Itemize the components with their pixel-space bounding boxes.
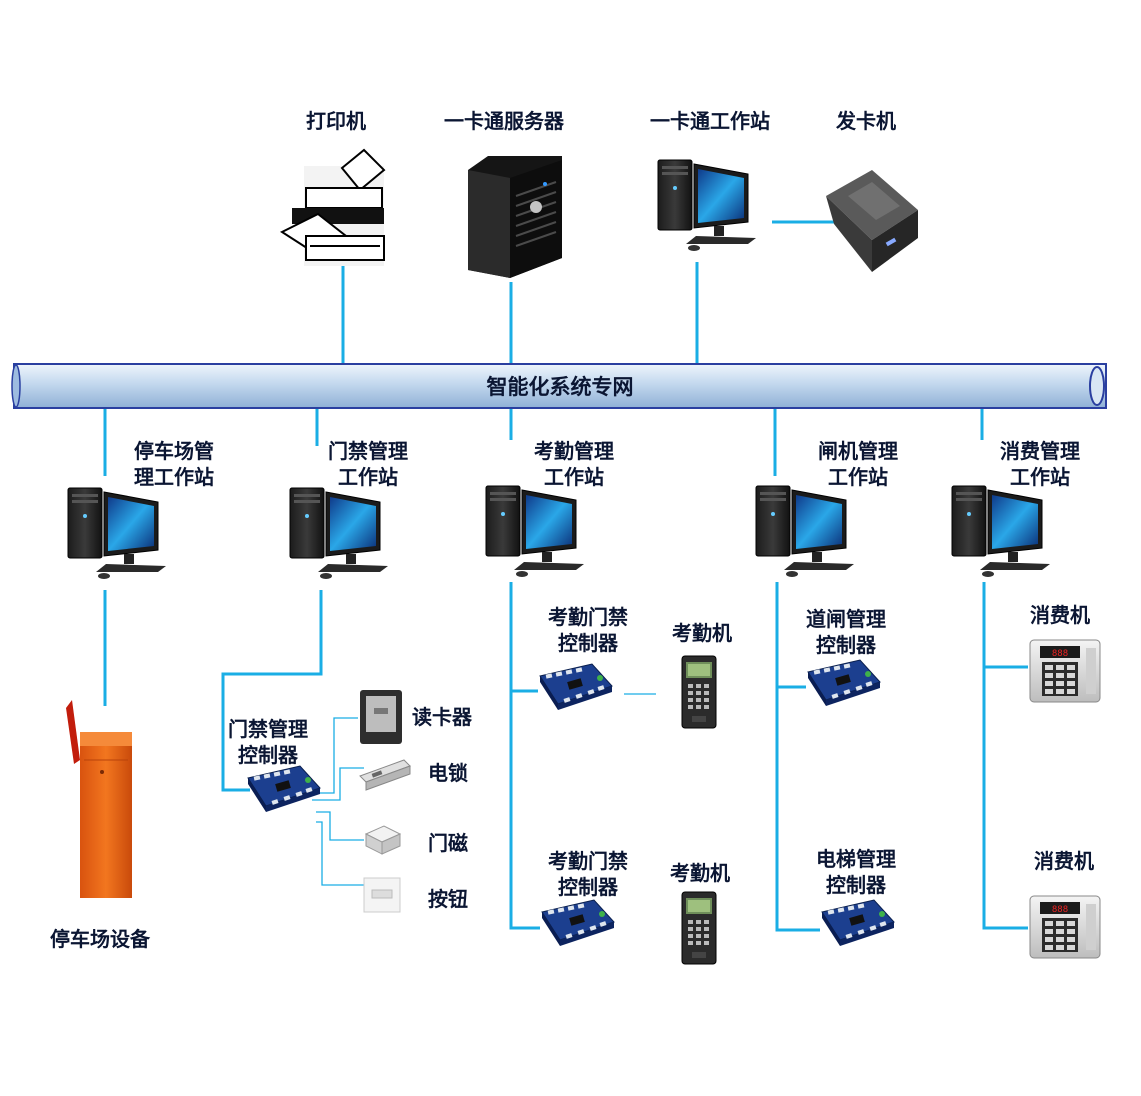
network-backbone (11, 363, 1107, 409)
network-label: 智能化系统专网 (486, 374, 634, 399)
card-issuer-icon (826, 170, 918, 272)
access-workstation-label: 门禁管理工作站 (328, 439, 408, 489)
exit-button-label: 按钮 (428, 887, 468, 911)
pos-terminal-1-label: 消费机 (1030, 603, 1090, 627)
elevator-controller-label: 电梯管理控制器 (816, 847, 896, 897)
access-controller-label: 门禁管理控制器 (228, 717, 308, 767)
card-workstation-pc-icon (657, 159, 757, 252)
attendance-workstation-label: 考勤管理工作站 (534, 439, 614, 489)
road-gate-controller-board-icon (807, 659, 881, 707)
parking-barrier-icon (66, 700, 132, 898)
electric-lock-icon (359, 759, 411, 791)
attendance-workstation-pc-icon (485, 485, 585, 578)
attendance-machine-1-label: 考勤机 (672, 621, 732, 645)
card-issuer-label: 发卡机 (836, 109, 896, 133)
card-reader-label: 读卡器 (412, 705, 472, 729)
printer-label: 打印机 (306, 109, 366, 133)
attendance-controller-1-label: 考勤门禁控制器 (548, 605, 628, 655)
consumption-workstation-label: 消费管理工作站 (1000, 439, 1080, 489)
pos-terminal-1-icon (1029, 639, 1101, 703)
elevator-controller-board-icon (821, 899, 895, 947)
connection-lines (103, 220, 1028, 932)
gate-workstation-label: 闸机管理工作站 (818, 439, 898, 489)
electric-lock-label: 电锁 (428, 761, 468, 785)
gate-workstation-pc-icon (755, 485, 855, 578)
pos-terminal-2-icon (1029, 895, 1101, 959)
thin-connectors (306, 693, 656, 886)
attendance-machine-2-label: 考勤机 (670, 861, 730, 885)
door-magnet-label: 门磁 (428, 831, 468, 855)
door-magnet-icon (364, 825, 402, 855)
parking-workstation-pc-icon (67, 487, 167, 580)
access-controller-board-icon (247, 765, 321, 813)
printer-icon (279, 148, 386, 266)
parking-device-label: 停车场设备 (50, 927, 150, 951)
exit-button-icon (363, 877, 401, 913)
pos-terminal-2-label: 消费机 (1034, 849, 1094, 873)
attendance-machine-2-icon (681, 891, 717, 965)
server-label: 一卡通服务器 (444, 109, 564, 133)
attendance-controller-1-board-icon (539, 663, 613, 711)
attendance-controller-2-label: 考勤门禁控制器 (548, 849, 628, 899)
attendance-machine-1-icon (681, 655, 717, 729)
consumption-workstation-pc-icon (951, 485, 1051, 578)
card-workstation-label: 一卡通工作站 (650, 109, 770, 133)
access-workstation-pc-icon (289, 487, 389, 580)
road-gate-controller-label: 道闸管理控制器 (806, 607, 886, 657)
card-reader-icon (360, 690, 402, 744)
attendance-controller-2-board-icon (541, 899, 615, 947)
parking-workstation-label: 停车场管理工作站 (134, 439, 214, 489)
server-icon (468, 156, 562, 278)
